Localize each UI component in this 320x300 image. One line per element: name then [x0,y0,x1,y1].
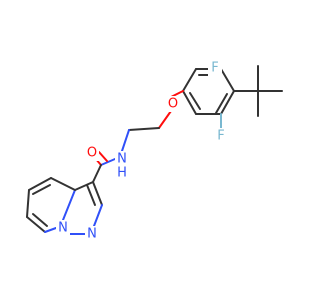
atom-bg-n-pyrazole [85,226,99,242]
bond-ring-c4-c5-double [215,93,228,114]
atom-n-amide: N [117,152,127,167]
bond-pyridine-c6-c7 [26,216,46,233]
atom-bg-n-bridge [56,220,70,236]
bond-pyrazole-c3-c3a [74,181,94,191]
bond-pyrazole-c3-c2-double [86,184,96,206]
bond-ch2-ch2 [128,127,160,131]
bond-carbonyl-c-ring [92,164,102,183]
atom-n-bridge: N [58,221,68,236]
atom-label-layer: O N H O F F N N [56,60,228,242]
bond-pyridine-c4-c5 [28,177,52,191]
bond-o-ch2 [158,110,172,129]
bond-ring-c2-c1 [182,68,197,92]
atom-n-pyrazole: N [87,227,97,242]
atom-bg-f-top [208,60,222,76]
bond-carbonyl-c-o-double [98,151,108,162]
bond-ring-c4-c3 [220,68,235,92]
atom-bg-o-carbonyl [85,145,99,161]
bond-ch2-n [121,129,130,152]
bond-pyridine-c4-c5-double [32,184,51,195]
bond-ring-c4-c5 [220,90,235,115]
bond-pyridine-c7-n [44,227,57,233]
bond-pyrazole-c3-c2 [92,181,103,206]
bond-ring-c1-c6-double [189,92,201,110]
atom-h-amide: H [117,166,127,181]
bond-pyridine-c3a-c4 [50,177,76,191]
atom-bg-f-bottom [214,128,228,144]
bond-pyridine-c5-c6 [26,189,30,218]
atom-o-carbonyl: O [87,146,97,161]
bond-pyridine-c6-c7-double [32,213,48,227]
molecule-structure: O N H O F F N N [26,60,283,242]
bond-n-carbonyl-c [100,158,116,166]
bond-ring-c1-c6 [182,90,197,115]
bond-layer [26,60,283,235]
bond-pyrazole-c3a-n [62,189,76,221]
atom-bg-o-ether [166,96,180,112]
atom-o-ether: O [168,97,178,112]
bond-pyrazole-c2-n [93,204,103,227]
atom-f-bottom: F [217,129,224,144]
atom-bg-n-amide [115,151,129,167]
atom-f-top: F [211,61,218,76]
